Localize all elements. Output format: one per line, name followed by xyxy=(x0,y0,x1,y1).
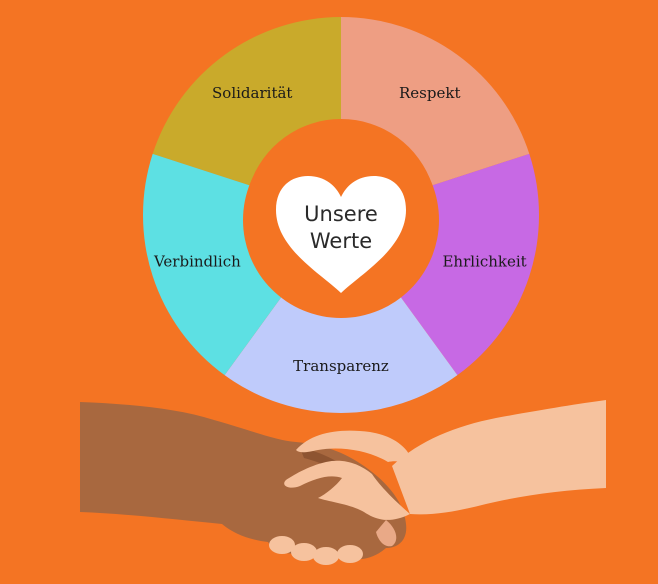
wheel-segment xyxy=(224,292,458,413)
wheel-segment-label: Respekt xyxy=(399,84,460,102)
wheel-segment xyxy=(341,17,530,186)
wheel-segment-label: Transparenz xyxy=(293,357,389,375)
center-title-line-2: Werte xyxy=(310,229,372,253)
wheel-segment xyxy=(397,153,539,376)
wheel-segment-label: Ehrlichkeit xyxy=(442,253,526,271)
handshake-icon xyxy=(80,400,606,565)
wheel-segment-label: Verbindlich xyxy=(153,253,241,271)
light-hand-top xyxy=(296,430,414,466)
wheel-segment xyxy=(143,153,285,376)
light-thumb xyxy=(284,460,410,520)
dark-hand xyxy=(80,402,407,560)
light-fingertips xyxy=(269,536,363,565)
wheel-segment-label: Solidarität xyxy=(212,84,292,102)
heart-icon: Unsere Werte xyxy=(276,176,406,293)
values-wheel: Solidarität RespektEhrlichkeitTransparenz… xyxy=(143,17,539,413)
light-hand-shadow xyxy=(376,520,397,547)
wheel-segment xyxy=(152,17,341,186)
center-title-line-1: Unsere xyxy=(304,202,378,226)
light-forearm xyxy=(392,400,606,515)
fingertip xyxy=(337,545,363,563)
fingertip xyxy=(291,543,317,561)
fingertip xyxy=(313,547,339,565)
fingertip xyxy=(269,536,295,554)
heart-shape xyxy=(276,176,406,293)
